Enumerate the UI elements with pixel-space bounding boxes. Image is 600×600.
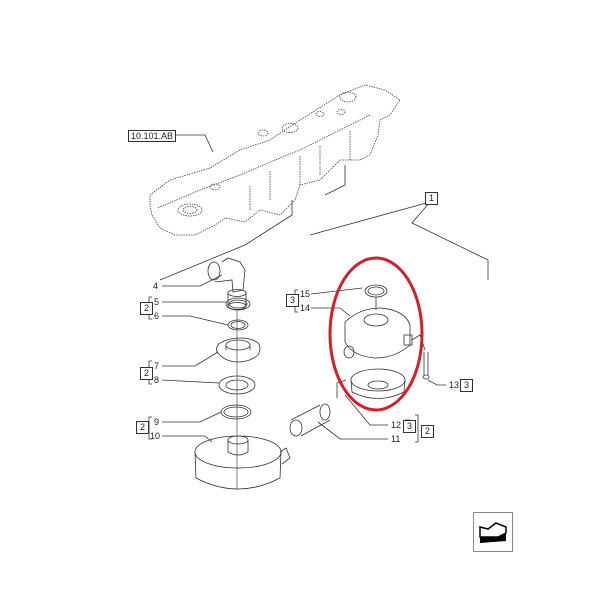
highlight-ellipse — [328, 256, 424, 412]
callout-11[interactable]: 11 — [391, 434, 401, 444]
callout-13[interactable]: 13 — [449, 380, 460, 390]
group-ref-2[interactable]: 2 — [140, 367, 154, 380]
back-button[interactable] — [473, 512, 513, 552]
arrow-back-icon — [479, 522, 507, 543]
callout-10[interactable]: 10 — [150, 431, 161, 441]
group-ref-2[interactable]: 2 — [140, 302, 154, 315]
group-ref-2[interactable]: 2 — [136, 421, 150, 434]
callout-4[interactable]: 4 — [153, 281, 159, 291]
group-ref-2[interactable]: 2 — [421, 425, 435, 438]
callout-6[interactable]: 6 — [154, 311, 160, 321]
group-ref-3[interactable]: 3 — [286, 294, 300, 307]
breather-base — [194, 435, 291, 490]
callout-8[interactable]: 8 — [154, 375, 160, 385]
callout-5[interactable]: 5 — [154, 297, 160, 307]
filter-seal — [350, 368, 406, 399]
callout-9[interactable]: 9 — [154, 417, 160, 427]
valve-cover — [149, 84, 401, 236]
callout-12[interactable]: 12 — [391, 420, 402, 430]
group-ref-1[interactable]: 1 — [425, 192, 439, 205]
group-ref-3[interactable]: 3 — [403, 420, 417, 433]
callout-7[interactable]: 7 — [154, 361, 160, 371]
reference-label[interactable]: 10.101.AB — [128, 130, 177, 142]
callout-15[interactable]: 15 — [300, 289, 311, 299]
callout-14[interactable]: 14 — [300, 303, 311, 313]
filter-housing — [343, 307, 413, 359]
group-ref-3[interactable]: 3 — [460, 379, 474, 392]
